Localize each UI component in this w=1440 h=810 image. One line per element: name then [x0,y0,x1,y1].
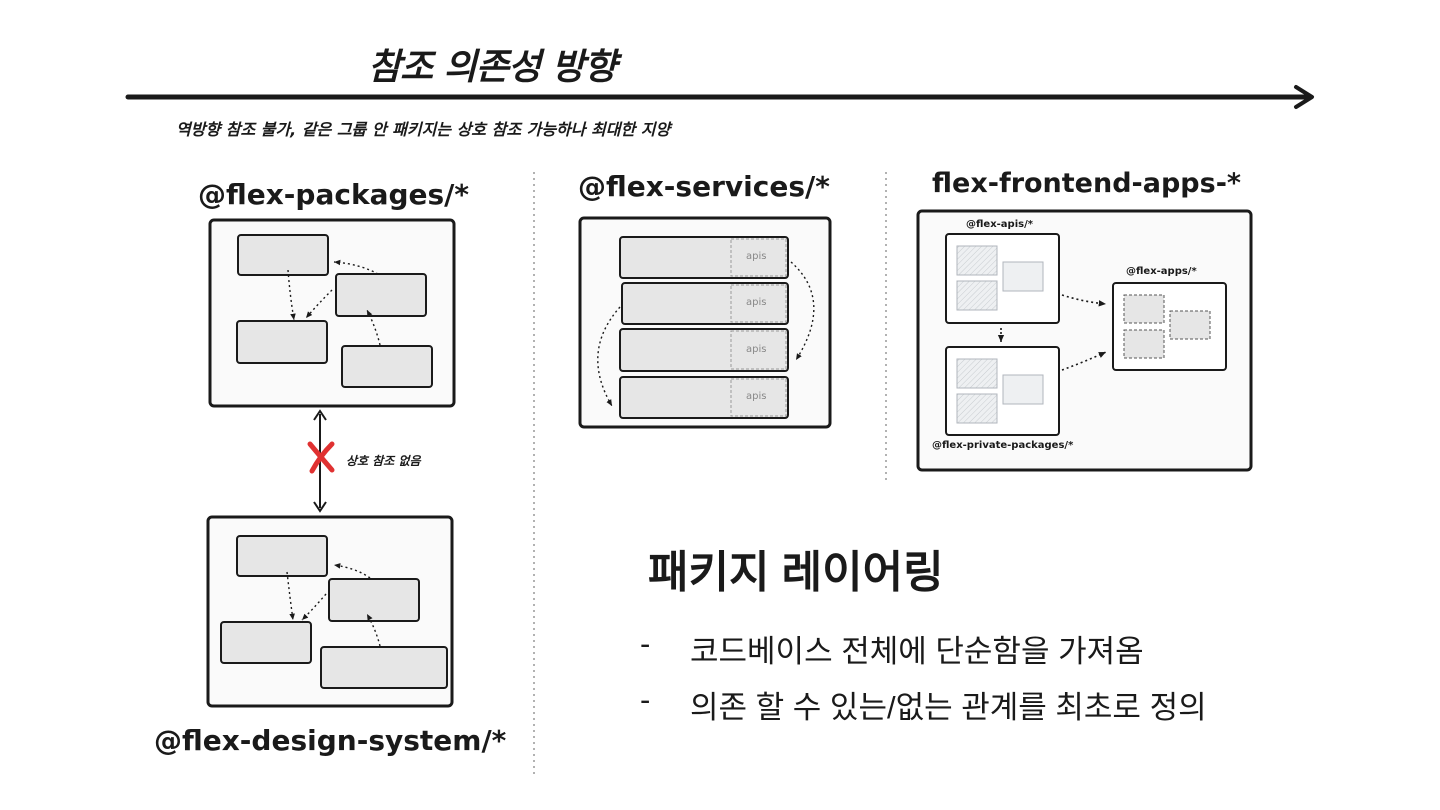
dependency-direction-title: 참조 의존성 방향 [368,47,617,88]
design-system-group-title: @flex-design-system/* [154,724,507,757]
frontend-apps-panel [916,209,1253,472]
bullet-text: 의존 할 수 있는/없는 관계를 최초로 정의 [690,690,1207,725]
services-panel [578,216,832,429]
dependency-direction-subtitle: 역방향 참조 불가, 같은 그룹 안 패키지는 상호 참조 가능하나 최대한 지… [176,120,671,139]
direction-arrow [125,85,1314,109]
package-box [328,578,420,622]
bullet-item: - 의존 할 수 있는/없는 관계를 최초로 정의 [640,682,1207,727]
bullet-item: - 코드베이스 전체에 단순함을 가져옴 [640,626,1144,671]
apis-label: apis [746,344,767,355]
package-box [237,234,329,276]
package-box [220,621,312,664]
no-mutual-reference-arrow [307,409,335,513]
bullet-dash: - [640,626,651,661]
red-x-icon [307,441,335,474]
service-box [621,282,789,325]
apis-label: apis [746,251,767,262]
bullet-text: 코드베이스 전체에 단순함을 가져옴 [690,634,1144,669]
packaging-layering-heading: 패키지 레이어링 [648,548,944,597]
package-box [320,646,448,689]
no-mutual-reference-label: 상호 참조 없음 [346,454,421,468]
package-box [236,535,328,577]
service-box [619,236,789,279]
packages-panel [208,218,456,408]
services-group-title: @flex-services/* [578,170,830,203]
frontend-apps-group-title: flex-frontend-apps-* [932,168,1242,199]
packages-group-title: @flex-packages/* [198,178,470,211]
service-box [619,328,789,372]
package-box [236,320,328,364]
flex-apps-label: @flex-apps/* [1126,266,1197,277]
package-box [341,345,433,388]
package-box [335,273,427,317]
apis-label: apis [746,391,767,402]
flex-apis-label: @flex-apis/* [966,219,1033,230]
bullet-dash: - [640,682,651,717]
service-box [619,376,789,419]
flex-private-packages-label: @flex-private-packages/* [932,440,1074,451]
design-system-panel [206,515,454,708]
apis-label: apis [746,297,767,308]
